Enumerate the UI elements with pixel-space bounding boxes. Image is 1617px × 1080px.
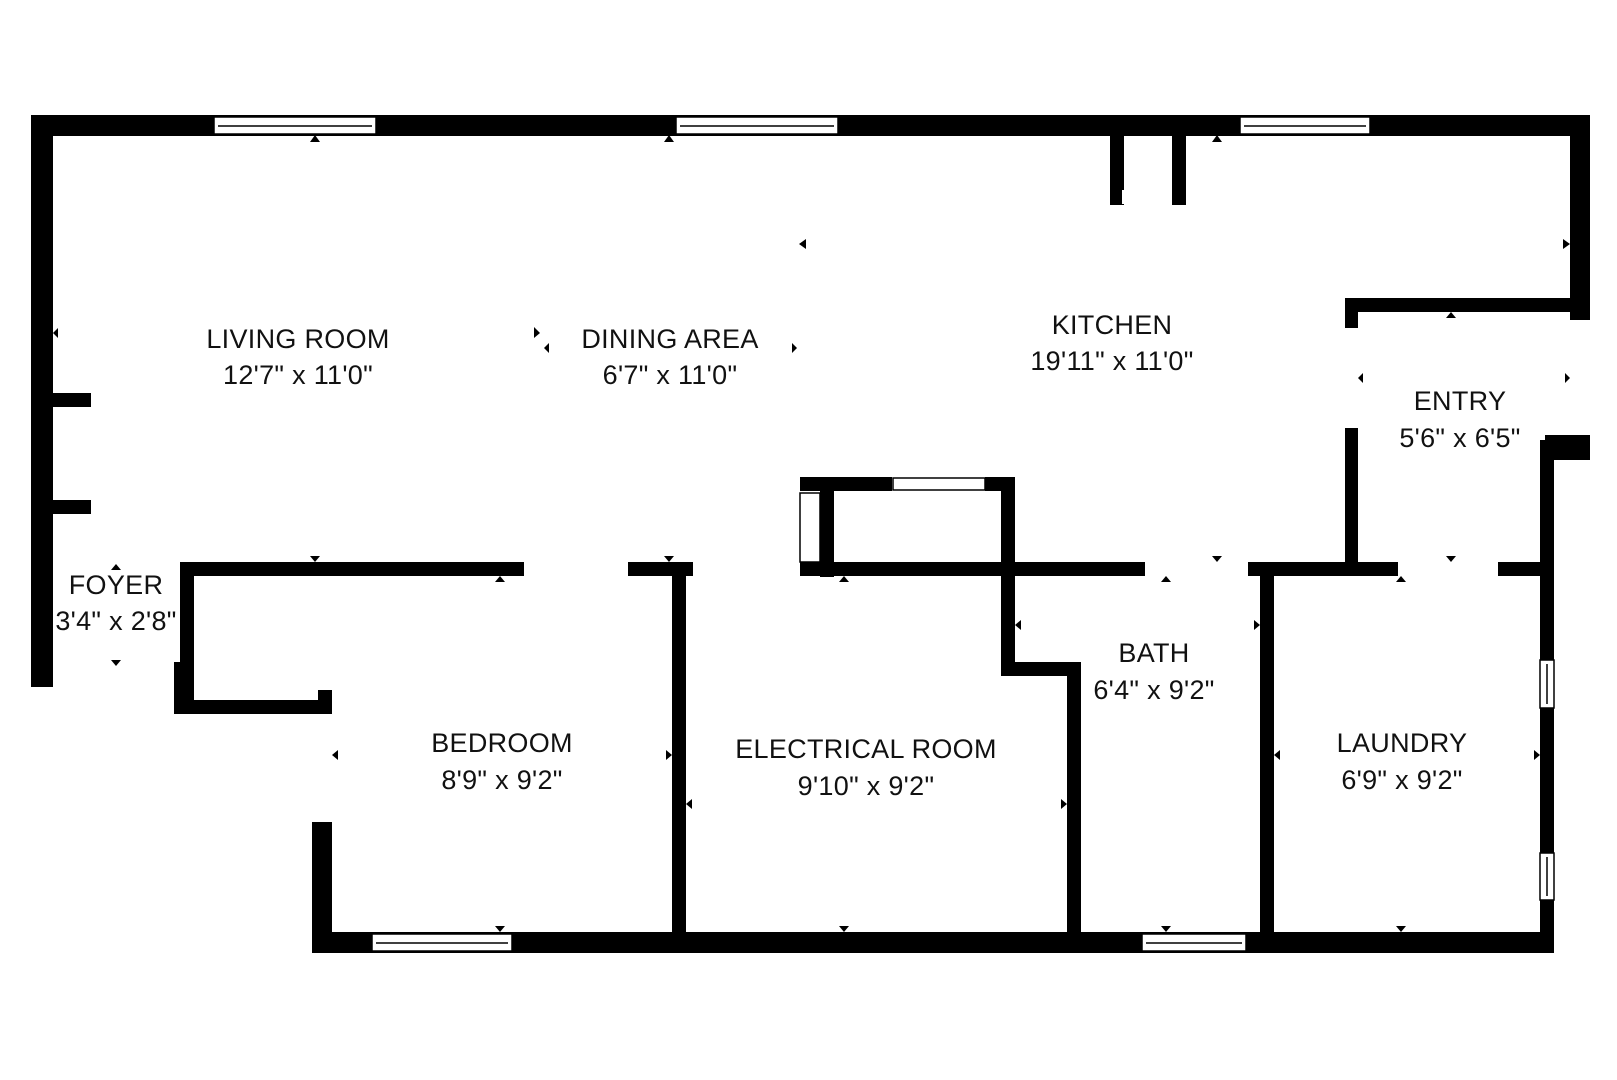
marker (799, 239, 806, 249)
marker (1212, 556, 1222, 562)
marker (1212, 135, 1222, 142)
marker (1161, 576, 1171, 582)
wall (1067, 662, 1081, 940)
electrical-room-label: ELECTRICAL ROOM (735, 734, 997, 764)
marker (1396, 576, 1406, 582)
foyer-label: FOYER (68, 570, 164, 600)
marker (495, 926, 505, 932)
electrical-room-dims: 9'10" x 9'2" (797, 771, 935, 801)
marker (544, 343, 549, 353)
kitchen-label: KITCHEN (1051, 310, 1173, 340)
wall (1110, 133, 1124, 205)
marker (495, 576, 505, 582)
wall (1172, 133, 1186, 205)
wall (312, 822, 332, 953)
marker (1061, 799, 1067, 809)
marker (1015, 620, 1021, 630)
wall (1001, 562, 1015, 672)
bath-label: BATH (1118, 638, 1190, 668)
marker (666, 750, 672, 760)
wall (1498, 562, 1554, 576)
marker (1274, 750, 1280, 760)
entry-label: ENTRY (1413, 386, 1507, 416)
foyer-dims: 3'4" x 2'8" (55, 606, 177, 636)
entry-dims: 5'6" x 6'5" (1399, 423, 1521, 453)
kitchen-dims: 19'11" x 11'0" (1030, 346, 1194, 376)
bath-dims: 6'4" x 9'2" (1093, 675, 1215, 705)
wall (31, 500, 91, 514)
wall (318, 690, 332, 714)
living-room-label: LIVING ROOM (206, 324, 390, 354)
wall (318, 562, 332, 576)
wall (1260, 562, 1274, 940)
marker (1161, 926, 1171, 932)
wall (1248, 562, 1398, 576)
laundry-label: LAUNDRY (1336, 728, 1468, 758)
laundry-dims: 6'9" x 9'2" (1341, 765, 1463, 795)
windows (213, 116, 1555, 952)
bedroom-dims: 8'9" x 9'2" (441, 765, 563, 795)
window (799, 492, 821, 563)
wall (1540, 440, 1554, 660)
dining-area-dims: 6'7" x 11'0" (602, 360, 738, 390)
wall (820, 477, 834, 577)
marker (792, 343, 797, 353)
wall (1345, 298, 1590, 312)
window (1122, 190, 1172, 204)
marker (1446, 312, 1456, 318)
dining-area-label: DINING AREA (581, 324, 759, 354)
marker (1396, 926, 1406, 932)
wall (1345, 428, 1358, 568)
marker (310, 556, 320, 562)
marker (1534, 750, 1540, 760)
marker (111, 564, 121, 570)
wall (672, 562, 686, 940)
wall (1570, 115, 1590, 320)
marker (111, 660, 121, 666)
wall (800, 477, 892, 491)
marker (1565, 373, 1570, 383)
marker (310, 135, 320, 142)
wall (1001, 662, 1081, 676)
marker (664, 556, 674, 562)
wall (1001, 477, 1015, 577)
marker (534, 327, 540, 338)
dimension-markers (53, 135, 1570, 932)
marker (1358, 373, 1363, 383)
marker (53, 328, 58, 338)
marker (686, 799, 692, 809)
wall (1345, 298, 1358, 328)
wall (800, 562, 1145, 576)
wall (1540, 708, 1554, 853)
marker (1563, 239, 1570, 249)
wall (174, 700, 332, 714)
bedroom-label: BEDROOM (431, 728, 573, 758)
wall (180, 562, 524, 576)
marker (1446, 556, 1456, 562)
marker (664, 135, 674, 142)
marker (839, 926, 849, 932)
living-room-dims: 12'7" x 11'0" (223, 360, 373, 390)
window (892, 477, 986, 491)
wall (31, 393, 91, 407)
marker (332, 750, 338, 760)
marker (839, 576, 849, 582)
marker (1254, 620, 1260, 630)
